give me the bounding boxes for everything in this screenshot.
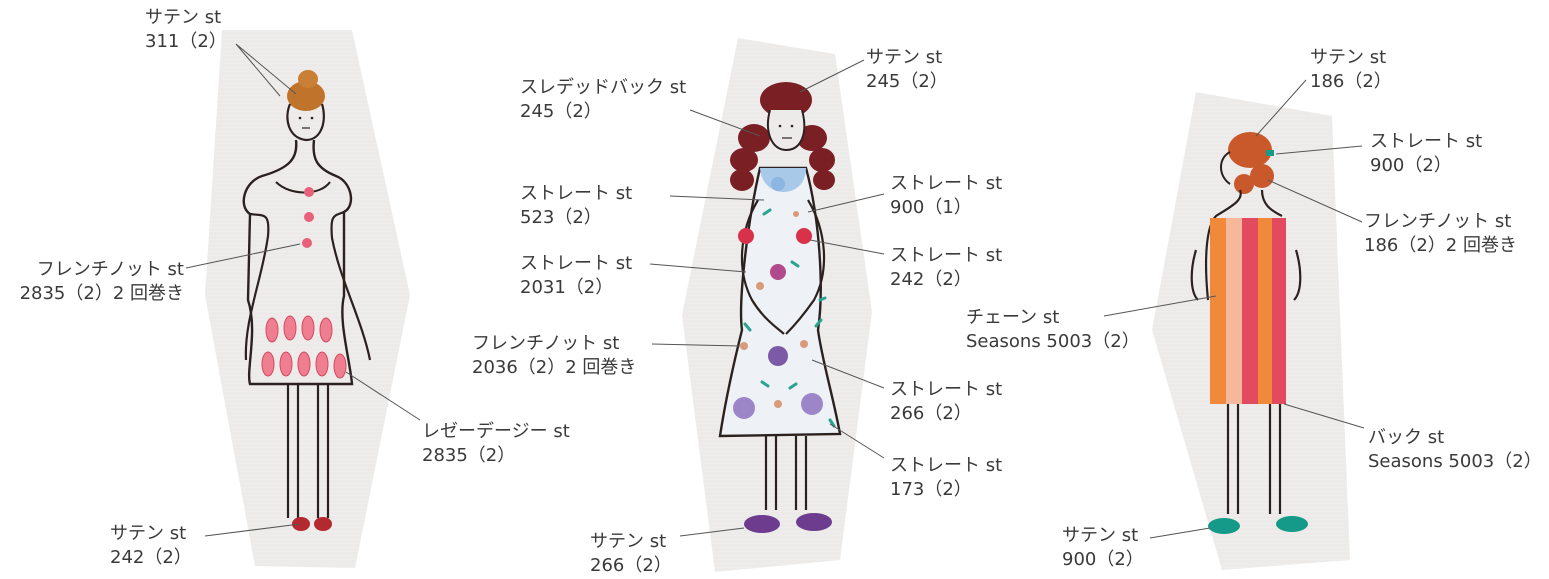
figure-1 <box>205 30 410 568</box>
lazy-daisy-band <box>261 315 347 379</box>
shoe-1 <box>292 517 310 531</box>
figure-3 <box>1152 92 1350 570</box>
striped-dress <box>1210 218 1286 404</box>
figure-2 <box>682 38 872 572</box>
fabric-swatch-1 <box>205 30 410 568</box>
hair-bun-1 <box>287 81 325 111</box>
leader-lines <box>185 43 1365 539</box>
shoe-2 <box>744 515 780 533</box>
shoe-3 <box>1208 518 1240 534</box>
french-knot-1 <box>304 187 314 197</box>
flowers-2 <box>733 177 836 428</box>
hair-3 <box>1228 132 1274 194</box>
